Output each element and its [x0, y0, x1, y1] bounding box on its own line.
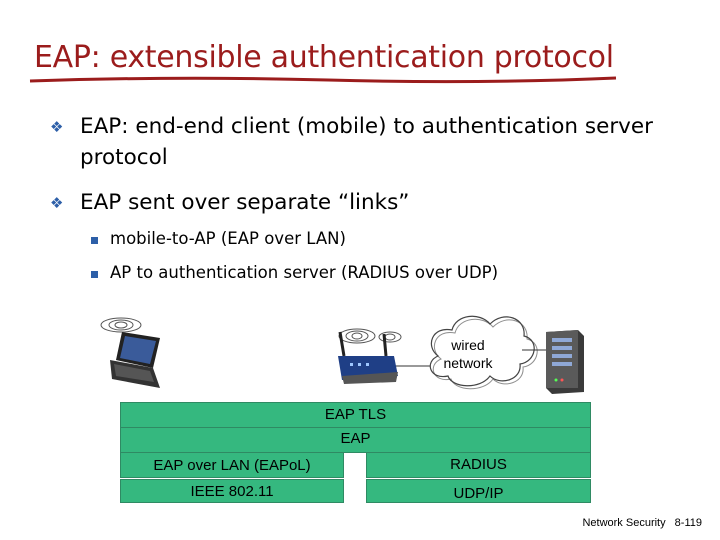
- laptop-wireless-waves-icon: [100, 317, 142, 333]
- title-underline: [29, 76, 617, 84]
- bullet-diamond-icon: ❖: [50, 194, 64, 212]
- layer-eap-tls: EAP TLS: [120, 402, 591, 428]
- layer-ieee-label: IEEE 802.11: [190, 483, 274, 500]
- bullet-diamond-icon: ❖: [50, 118, 64, 136]
- layer-eap-tls-label: EAP TLS: [324, 406, 387, 423]
- layer-eapol-label: EAP over LAN (EAPoL): [153, 457, 311, 474]
- laptop-icon: [110, 332, 160, 388]
- server-icon: [546, 330, 584, 394]
- layer-udp: UDP/IP: [366, 479, 591, 503]
- sub-bullet-1: mobile-to-AP (EAP over LAN): [110, 229, 346, 248]
- footer: Network Security 8-119: [582, 517, 702, 529]
- bullet-1-line-2: protocol: [80, 145, 168, 170]
- layer-radius: RADIUS: [366, 452, 591, 478]
- cloud-icon: [429, 315, 535, 387]
- bullet-2: EAP sent over separate “links”: [80, 190, 410, 215]
- ap-wireless-waves-icon: [338, 328, 402, 344]
- layer-radius-label: RADIUS: [450, 456, 507, 473]
- page-number: 8-119: [674, 517, 702, 529]
- cloud-label-wired: wired: [451, 337, 485, 353]
- sub-bullet-square-icon: [91, 271, 98, 278]
- layer-eap: EAP: [120, 427, 591, 453]
- cloud-label-network: network: [443, 355, 493, 371]
- wireless-ap-icon: [338, 331, 398, 384]
- layer-eap-label: EAP: [340, 430, 371, 447]
- footer-text: Network Security: [582, 517, 666, 529]
- layer-udp-label: UDP/IP: [453, 485, 504, 502]
- sub-bullet-2: AP to authentication server (RADIUS over…: [110, 263, 499, 282]
- bullet-1-line-1: EAP: end-end client (mobile) to authenti…: [80, 114, 653, 139]
- layer-eapol: EAP over LAN (EAPoL): [120, 452, 344, 478]
- layer-ieee: IEEE 802.11: [120, 479, 344, 503]
- sub-bullet-square-icon: [91, 237, 98, 244]
- slide-title: EAP: extensible authentication protocol: [34, 40, 614, 75]
